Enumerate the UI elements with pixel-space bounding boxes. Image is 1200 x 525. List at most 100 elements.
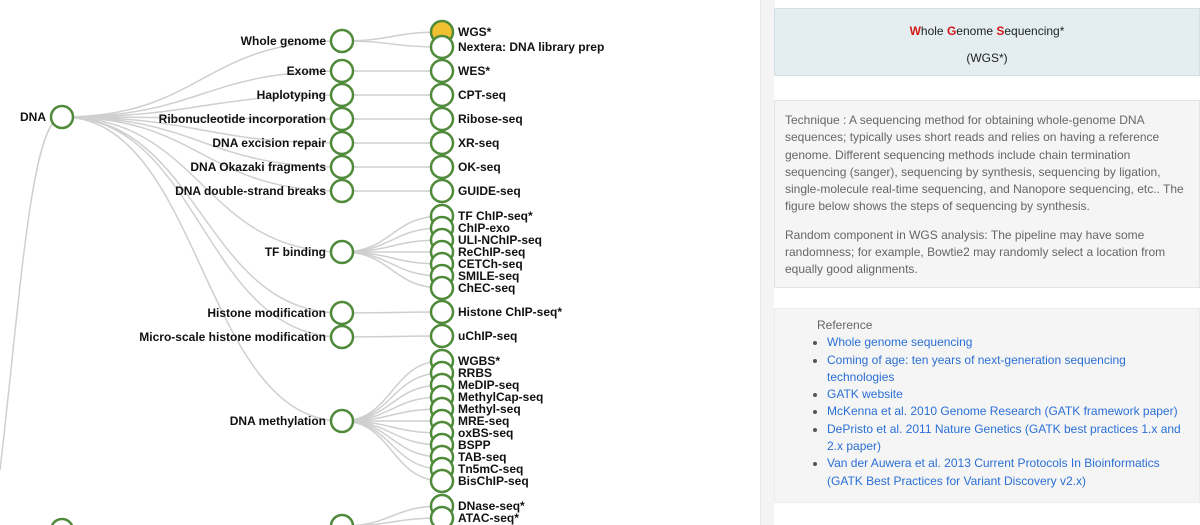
tree-node-technique[interactable]: GUIDE-seq [429, 178, 521, 204]
technique-label: Tn5mC-seq [458, 462, 523, 476]
tree-node-category[interactable]: Histone modification [207, 300, 355, 326]
category-label: Histone modification [207, 306, 326, 320]
tree-link [341, 335, 443, 338]
technique-label: XR-seq [458, 136, 499, 150]
tree-node-technique[interactable]: Ribose-seq [429, 106, 523, 132]
node-circle[interactable] [49, 104, 75, 130]
node-circle[interactable] [329, 324, 355, 350]
node-circle[interactable] [429, 178, 455, 204]
technique-title-box: Whole Genome Sequencing* (WGS*) [774, 8, 1200, 76]
technique-label: ReChIP-seq [458, 245, 525, 259]
node-circle[interactable] [429, 505, 455, 525]
tree-node-root[interactable] [50, 517, 74, 525]
reference-link[interactable]: Van der Auwera et al. 2013 Current Proto… [827, 456, 1160, 488]
node-circle[interactable] [429, 323, 455, 349]
tree-node-category[interactable]: TF binding [265, 239, 355, 265]
node-circle[interactable] [50, 517, 74, 525]
technique-label: TF ChIP-seq* [458, 209, 533, 223]
technique-label: oxBS-seq [458, 426, 513, 440]
tree-node-technique[interactable]: WES* [429, 58, 490, 84]
tree-link [341, 40, 443, 48]
tree-node-category[interactable] [329, 513, 355, 525]
node-circle[interactable] [429, 82, 455, 108]
node-circle[interactable] [329, 513, 355, 525]
title-initial-s: S [996, 24, 1005, 38]
node-circle[interactable] [429, 34, 455, 60]
tree-node-root[interactable]: DNA [20, 104, 75, 130]
node-circle[interactable] [429, 58, 455, 84]
technique-label: Methyl-seq [458, 402, 521, 416]
random-component-note: Random component in WGS analysis: The pi… [785, 227, 1166, 277]
tree-node-technique[interactable]: BisChIP-seq [429, 468, 529, 494]
technique-label: WGBS* [458, 354, 500, 368]
tree-node-category[interactable]: DNA excision repair [212, 130, 355, 156]
tree-node-technique[interactable]: ChEC-seq [429, 275, 515, 301]
tree-node-technique[interactable]: uChIP-seq [429, 323, 517, 349]
node-circle[interactable] [429, 275, 455, 301]
node-circle[interactable] [429, 299, 455, 325]
tree-node-technique[interactable]: ATAC-seq* [429, 505, 519, 525]
tree-node-category[interactable]: Exome [287, 58, 355, 84]
tree-node-technique[interactable]: OK-seq [429, 154, 501, 180]
reference-heading: Reference [817, 318, 873, 332]
panel-divider[interactable] [760, 0, 775, 525]
reference-item: Whole genome sequencing [827, 334, 1189, 351]
tree-link [0, 116, 63, 471]
tree-link [61, 116, 343, 338]
node-circle[interactable] [329, 408, 355, 434]
node-circle[interactable] [329, 239, 355, 265]
reference-link[interactable]: Coming of age: ten years of next-generat… [827, 352, 1126, 384]
node-circle[interactable] [329, 178, 355, 204]
reference-link[interactable]: McKenna et al. 2010 Genome Research (GAT… [827, 404, 1178, 419]
tree-node-category[interactable]: Whole genome [241, 28, 355, 54]
node-circle[interactable] [429, 154, 455, 180]
technique-label: GUIDE-seq [458, 184, 521, 198]
technique-label: CPT-seq [458, 88, 506, 102]
technique-label: ChIP-exo [458, 221, 510, 235]
tree-node-technique[interactable]: Nextera: DNA library prep [429, 34, 604, 60]
tree-links [0, 31, 443, 525]
tree-node-technique[interactable]: CPT-seq [429, 82, 506, 108]
node-circle[interactable] [329, 28, 355, 54]
tree-node-category[interactable]: Ribonucleotide incorporation [159, 106, 355, 132]
tree-link [341, 360, 443, 422]
reference-box: Reference Whole genome sequencing Coming… [774, 308, 1200, 503]
node-circle[interactable] [329, 154, 355, 180]
tree-link [341, 372, 443, 422]
node-circle[interactable] [329, 58, 355, 84]
category-label: DNA methylation [230, 414, 326, 428]
technique-label: BisChIP-seq [458, 474, 529, 488]
node-circle[interactable] [329, 300, 355, 326]
tree-node-technique[interactable]: Histone ChIP-seq* [429, 299, 562, 325]
tree-link [61, 116, 343, 314]
tree-node-category[interactable]: DNA Okazaki fragments [190, 154, 355, 180]
node-circle[interactable] [429, 468, 455, 494]
category-label: DNA excision repair [212, 136, 326, 150]
tree-link [341, 420, 443, 482]
reference-link[interactable]: Whole genome sequencing [827, 335, 973, 350]
tree-nodes: DNA Whole genomeExomeHaplotypingRibonucle… [20, 19, 604, 525]
node-circle[interactable] [429, 106, 455, 132]
reference-item: GATK website [827, 386, 1189, 403]
tree-node-category[interactable]: Haplotyping [257, 82, 355, 108]
technique-description: Technique : A sequencing method for obta… [785, 113, 1184, 214]
node-circle[interactable] [329, 130, 355, 156]
technique-label: Histone ChIP-seq* [458, 305, 562, 319]
tree-graph: DNA Whole genomeExomeHaplotypingRibonucle… [0, 19, 604, 525]
tree-node-technique[interactable]: XR-seq [429, 130, 499, 156]
node-circle[interactable] [429, 130, 455, 156]
tree-node-category[interactable]: Micro-scale histone modification [139, 324, 355, 350]
tree-node-category[interactable]: DNA double-strand breaks [175, 178, 355, 204]
technique-label: RRBS [458, 366, 492, 380]
category-label: Exome [287, 64, 327, 78]
tree-link [61, 116, 343, 422]
category-label: Haplotyping [257, 88, 326, 102]
technique-label: Nextera: DNA library prep [458, 40, 604, 54]
node-circle[interactable] [329, 106, 355, 132]
node-circle[interactable] [329, 82, 355, 108]
tree-node-category[interactable]: DNA methylation [230, 408, 355, 434]
reference-link[interactable]: GATK website [827, 387, 903, 402]
reference-item: McKenna et al. 2010 Genome Research (GAT… [827, 403, 1189, 420]
reference-link[interactable]: DePristo et al. 2011 Nature Genetics (GA… [827, 421, 1181, 454]
